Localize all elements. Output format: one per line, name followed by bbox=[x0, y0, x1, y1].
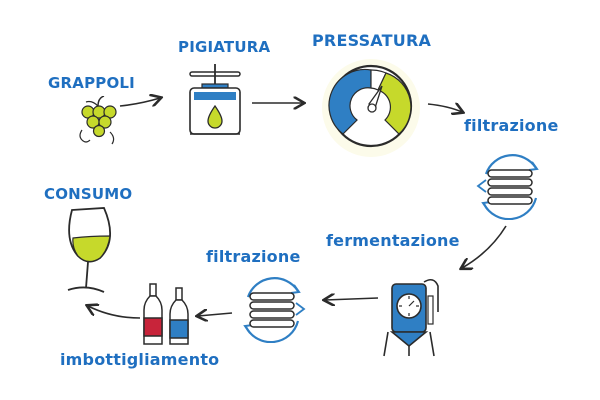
grapes-icon bbox=[79, 96, 117, 145]
wine-glass-icon bbox=[67, 207, 111, 293]
step-label-fermentazione: fermentazione bbox=[326, 231, 460, 250]
pressure-gauge-icon bbox=[322, 59, 420, 157]
fermentation-tank-icon bbox=[383, 278, 439, 357]
filter-coil-icon bbox=[243, 277, 306, 343]
arrow-imbottigliamento-consumo bbox=[88, 306, 141, 319]
bottles-icon bbox=[143, 283, 189, 345]
step-label-grappoli: GRAPPOLI bbox=[48, 74, 135, 92]
arrow-grappoli-pigiatura bbox=[119, 98, 160, 106]
step-label-imbottigliamento: imbottigliamento bbox=[60, 350, 220, 369]
step-label-pigiatura: PIGIATURA bbox=[178, 38, 271, 56]
arrow-fermentazione-filtrazione bbox=[325, 298, 379, 300]
step-label-consumo: CONSUMO bbox=[44, 185, 133, 203]
arrow-filtrazione-imbottigliamento bbox=[198, 313, 233, 316]
arrow-pressatura-filtrazione bbox=[427, 104, 462, 112]
step-label-filtrazione-1: filtrazione bbox=[464, 116, 559, 135]
filter-coil-icon bbox=[476, 154, 539, 220]
arrow-filtrazione-fermentazione bbox=[462, 225, 507, 268]
step-label-pressatura: PRESSATURA bbox=[312, 31, 432, 50]
step-label-filtrazione-2: filtrazione bbox=[206, 247, 301, 266]
press-icon bbox=[189, 64, 241, 135]
